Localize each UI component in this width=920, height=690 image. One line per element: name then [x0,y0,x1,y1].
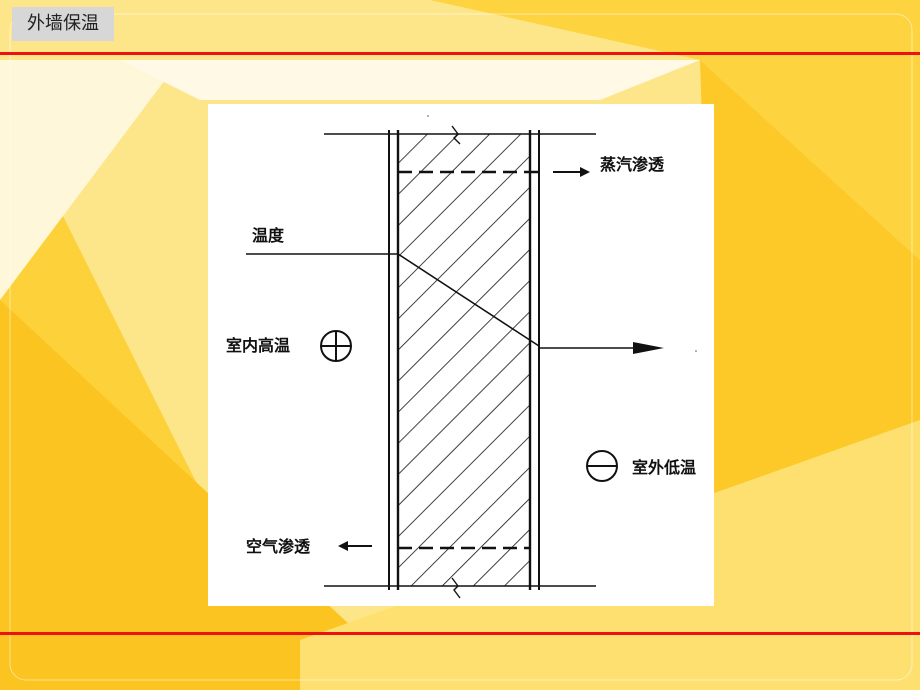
bottom-break-mark [451,577,461,599]
vapor-permeation-label: 蒸汽渗透 [600,155,665,174]
bottom-divider [0,632,920,635]
vapor-arrow-head [580,167,590,177]
heat-flow-arrow-head [633,342,664,354]
top-divider [0,52,920,55]
outdoor-low-temp-label: 室外低温 [632,458,697,477]
page-title: 外墙保温 [12,7,114,41]
indoor-high-temp-label: 室内高温 [226,336,291,355]
air-arrow-head [338,541,348,551]
wall-section-drawing [246,115,697,599]
wall-insulation-diagram: 蒸汽渗透 温度 室内高温 室外低温 空气渗透 [208,104,714,606]
air-permeation-label: 空气渗透 [246,537,311,556]
temperature-gradient-line [397,253,540,347]
insulation-layer [398,134,530,586]
top-break-mark [451,125,461,145]
temperature-label: 温度 [252,226,285,245]
